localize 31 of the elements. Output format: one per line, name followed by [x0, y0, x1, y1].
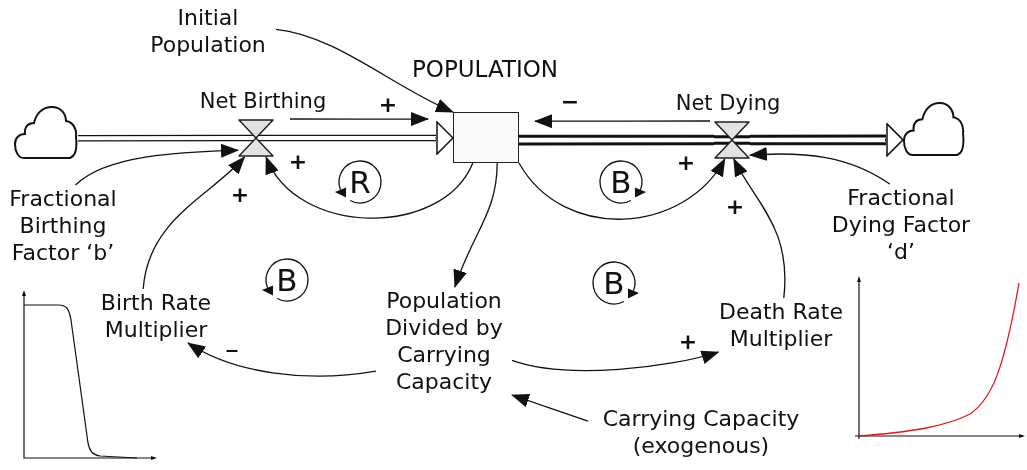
arrow — [511, 350, 720, 372]
arrow — [142, 156, 246, 290]
variable-label: Birth Rate Multiplier — [99, 289, 213, 343]
flow-pipe — [517, 134, 716, 146]
flow-label: Net Dying — [675, 91, 781, 115]
arrow — [275, 28, 454, 113]
variable-label: Initial Population — [149, 4, 267, 58]
variable-label: Population Divided by Carrying Capacity — [384, 287, 504, 395]
arrow — [453, 162, 498, 288]
arrow — [733, 158, 786, 299]
arrow — [187, 342, 377, 377]
arrow — [534, 114, 711, 129]
arrow — [511, 393, 589, 422]
loop-label: B — [610, 166, 632, 198]
flow-pipe — [748, 123, 904, 157]
arrow — [265, 156, 474, 219]
loop-label: R — [349, 166, 371, 198]
variable-label: Fractional Birthing Factor ‘b’ — [8, 185, 118, 266]
flow-pipe — [77, 134, 239, 142]
flow-label: Net Birthing — [199, 89, 327, 113]
variable-label: Fractional Dying Factor ‘d’ — [830, 184, 972, 265]
loop-label: B — [276, 264, 298, 296]
loop-label: B — [603, 267, 625, 299]
stock-label: POPULATION — [411, 57, 559, 81]
arrow — [289, 112, 429, 127]
arrow — [749, 147, 891, 185]
arrow — [74, 143, 239, 186]
flow-pipe — [273, 121, 454, 155]
variable-label: Carrying Capacity (exogenous) — [601, 405, 801, 459]
arrow — [518, 158, 726, 220]
variable-label: Death Rate Multiplier — [718, 298, 844, 352]
